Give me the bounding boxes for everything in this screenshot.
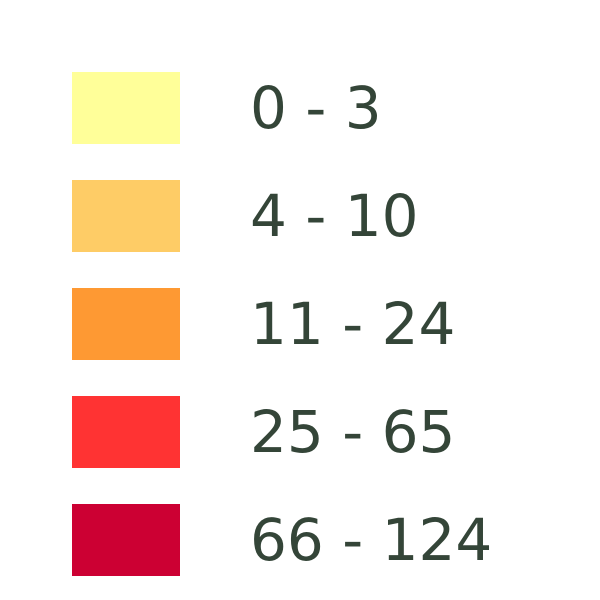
legend-label: 0 - 3 [250, 74, 382, 142]
legend-item: 4 - 10 [72, 180, 552, 252]
legend-label: 25 - 65 [250, 398, 456, 466]
legend-swatch [72, 504, 180, 576]
legend-item: 25 - 65 [72, 396, 552, 468]
legend-swatch [72, 180, 180, 252]
legend-item: 66 - 124 [72, 504, 552, 576]
legend-label: 11 - 24 [250, 290, 456, 358]
legend-label: 4 - 10 [250, 182, 419, 250]
legend-item: 0 - 3 [72, 72, 552, 144]
legend-label: 66 - 124 [250, 506, 493, 574]
legend-item: 11 - 24 [72, 288, 552, 360]
legend-swatch [72, 72, 180, 144]
legend-swatch [72, 288, 180, 360]
legend-swatch [72, 396, 180, 468]
